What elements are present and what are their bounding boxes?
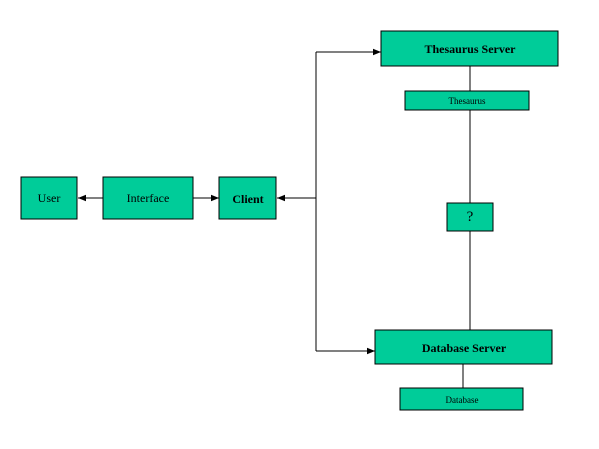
node-database-server-label: Database Server xyxy=(422,341,507,355)
node-database: Database xyxy=(399,387,524,411)
node-unknown-label: ? xyxy=(467,209,474,225)
node-client: Client xyxy=(218,176,277,220)
node-interface-label: Interface xyxy=(127,191,170,205)
node-user-label: User xyxy=(38,191,61,205)
node-client-label: Client xyxy=(232,192,263,206)
connectors xyxy=(78,48,471,388)
node-thesaurus-label: Thesaurus xyxy=(449,96,486,106)
node-thesaurus-server: Thesaurus Server xyxy=(380,30,559,67)
node-thesaurus: Thesaurus xyxy=(404,90,530,111)
node-user: User xyxy=(20,176,78,220)
node-unknown: ? xyxy=(446,202,494,232)
node-interface: Interface xyxy=(102,176,194,220)
node-database-label: Database xyxy=(446,395,479,405)
node-database-server: Database Server xyxy=(374,329,553,365)
node-thesaurus-server-label: Thesaurus Server xyxy=(425,42,517,56)
